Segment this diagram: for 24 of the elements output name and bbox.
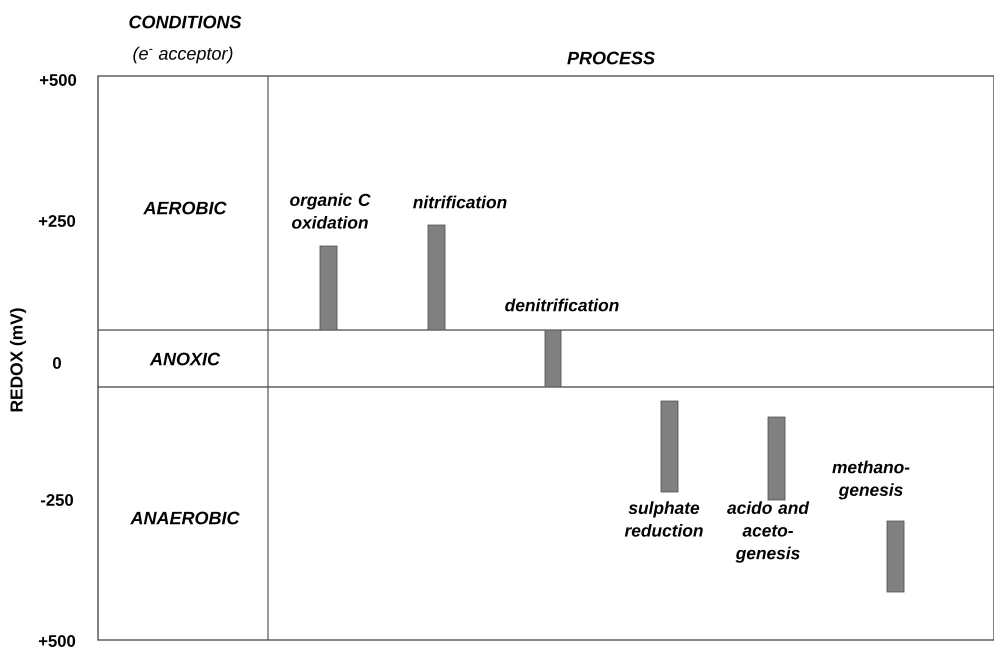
process-label: sulphate reduction [624, 501, 703, 537]
condition-label: ANAEROBIC [130, 512, 240, 524]
range-bar [320, 246, 338, 330]
column-heading: CONDITIONS [129, 16, 242, 28]
range-bar [768, 416, 786, 500]
axis-tick-label: 0 [53, 357, 61, 369]
process-label: methano- genesis [832, 460, 910, 500]
condition-label: AEROBIC [143, 202, 227, 214]
column-heading: PROCESS [567, 52, 655, 64]
condition-label: ANOXIC [150, 352, 220, 366]
process-label: organic C oxidation [290, 193, 371, 229]
axis-tick-label: +500 [38, 635, 76, 647]
range-bar [428, 224, 446, 330]
axis-tick-label: -250 [40, 494, 73, 506]
axis-title: REDOX (mV) [10, 308, 26, 412]
axis-tick-label: +500 [40, 74, 76, 86]
column-subheading: (e$^{-}$ acceptor) [133, 46, 232, 64]
process-label: acido and aceto- genesis [727, 501, 810, 563]
process-label: nitrification [413, 196, 506, 208]
range-bar [886, 520, 904, 592]
process-label: denitrification [505, 298, 619, 312]
range-bar [544, 330, 562, 388]
axis-tick-label: +250 [38, 215, 76, 227]
range-bar [660, 400, 678, 492]
